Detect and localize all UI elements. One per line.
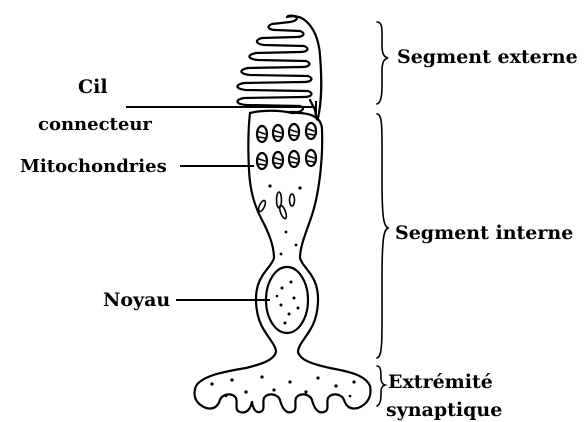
label-synaptique: synaptique	[386, 399, 502, 421]
nucleus-membrane	[266, 267, 308, 333]
chromatin	[297, 307, 300, 310]
vesicle	[257, 200, 267, 213]
granule	[285, 231, 288, 234]
brace-extremite-synaptique	[377, 366, 385, 406]
synaptic-vesicle	[260, 375, 263, 378]
chromatin	[281, 287, 284, 290]
vesicle	[278, 205, 287, 220]
chromatin	[293, 297, 296, 300]
granule	[298, 186, 301, 189]
chromatin	[290, 281, 293, 284]
outer-segment-discs	[237, 16, 311, 112]
label-noyau: Noyau	[103, 289, 170, 311]
label-extremite: Extrémité	[388, 371, 493, 393]
outer-segment	[237, 16, 321, 120]
synaptic-vesicle	[230, 378, 233, 381]
vesicle	[290, 194, 295, 206]
synaptic-vesicle	[272, 388, 275, 391]
synaptic-vesicle	[352, 380, 355, 383]
synaptic-vesicle	[210, 382, 213, 385]
granule	[295, 244, 298, 247]
mitochondria	[257, 123, 316, 169]
brace-segment-externe	[377, 22, 388, 104]
synaptic-vesicle	[244, 390, 247, 393]
nucleus	[266, 267, 308, 333]
synaptic-vesicle	[304, 390, 307, 393]
label-cil: Cil	[78, 76, 108, 98]
synaptic-vesicle	[316, 376, 319, 379]
inner-segment-granules	[257, 184, 301, 255]
label-mitochondries: Mitochondries	[20, 156, 167, 177]
cell-outline-left	[194, 113, 276, 413]
granule	[280, 253, 283, 256]
chromatin	[288, 313, 291, 316]
label-segment-interne: Segment interne	[395, 222, 573, 244]
granule	[268, 184, 271, 187]
synaptic-vesicle	[288, 380, 291, 383]
chromatin	[276, 295, 279, 298]
label-connecteur: connecteur	[38, 114, 152, 135]
synaptic-vesicle	[225, 395, 228, 398]
brace-segment-interne	[377, 114, 388, 358]
chromatin	[280, 304, 283, 307]
synaptic-vesicle	[334, 384, 337, 387]
synaptic-vesicle	[349, 395, 352, 398]
chromatin	[284, 322, 287, 325]
inner-segment-top	[250, 111, 292, 113]
label-segment-externe: Segment externe	[397, 46, 578, 68]
